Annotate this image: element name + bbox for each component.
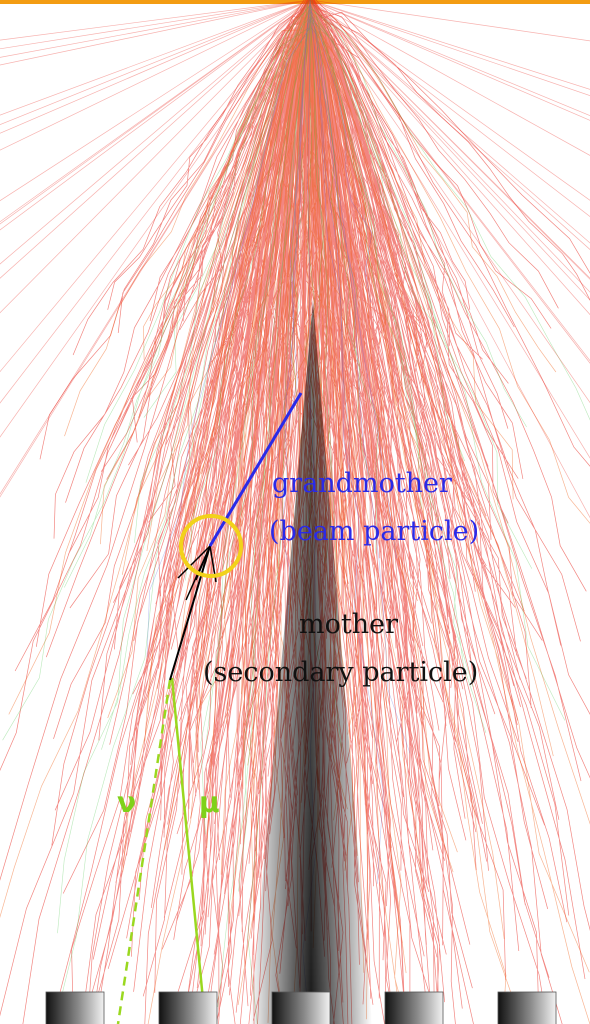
- mother-label-line1: mother: [299, 609, 398, 640]
- detector-station: [159, 992, 217, 1024]
- detector-station: [498, 992, 556, 1024]
- mother-label-line2: (secondary particle): [203, 657, 478, 688]
- grandmother-label-line2: (beam particle): [269, 516, 479, 547]
- grandmother-label-line1: grandmother: [272, 468, 452, 499]
- detector-station: [46, 992, 104, 1024]
- muon-label: μ: [199, 786, 220, 819]
- neutrino-track: [118, 680, 170, 1024]
- detector-station: [272, 992, 330, 1024]
- neutrino-label: ν: [117, 786, 136, 819]
- detector-station: [385, 992, 443, 1024]
